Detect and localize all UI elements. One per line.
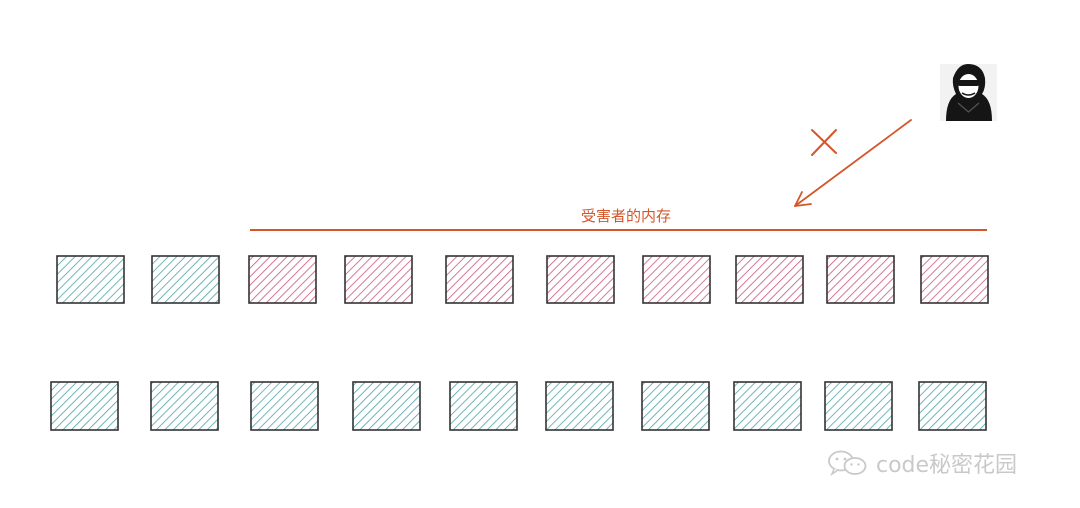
watermark-text: code秘密花园 [876,453,1018,478]
memory-block-2-5 [449,381,518,431]
victim-memory-block-1-8 [735,255,804,304]
victim-memory-block-1-5 [445,255,514,304]
victim-memory-block-1-6 [546,255,615,304]
attack-arrow [794,119,912,207]
memory-block-2-4 [352,381,421,431]
victim-memory-block-1-4 [344,255,413,304]
victim-memory-block-1-7 [642,255,711,304]
memory-block-2-6 [545,381,614,431]
memory-block-2-8 [733,381,802,431]
victim-memory-label: 受害者的内存 [581,207,672,225]
memory-block-2-3 [250,381,319,431]
memory-block-2-2 [150,381,219,431]
memory-block-1-2 [151,255,220,304]
memory-row-top [56,255,989,304]
victim-memory-block-1-9 [826,255,895,304]
memory-block-2-10 [918,381,987,431]
memory-block-2-7 [641,381,710,431]
memory-block-1-1 [56,255,125,304]
victim-memory-block-1-3 [248,255,317,304]
cross-icon [811,129,837,156]
memory-block-2-1 [50,381,119,431]
memory-row-bottom [50,381,987,431]
wechat-icon [828,450,867,477]
hacker-icon [940,64,997,121]
watermark: code秘密花园 [826,447,1017,479]
victim-memory-block-1-10 [920,255,989,304]
memory-block-2-9 [824,381,893,431]
